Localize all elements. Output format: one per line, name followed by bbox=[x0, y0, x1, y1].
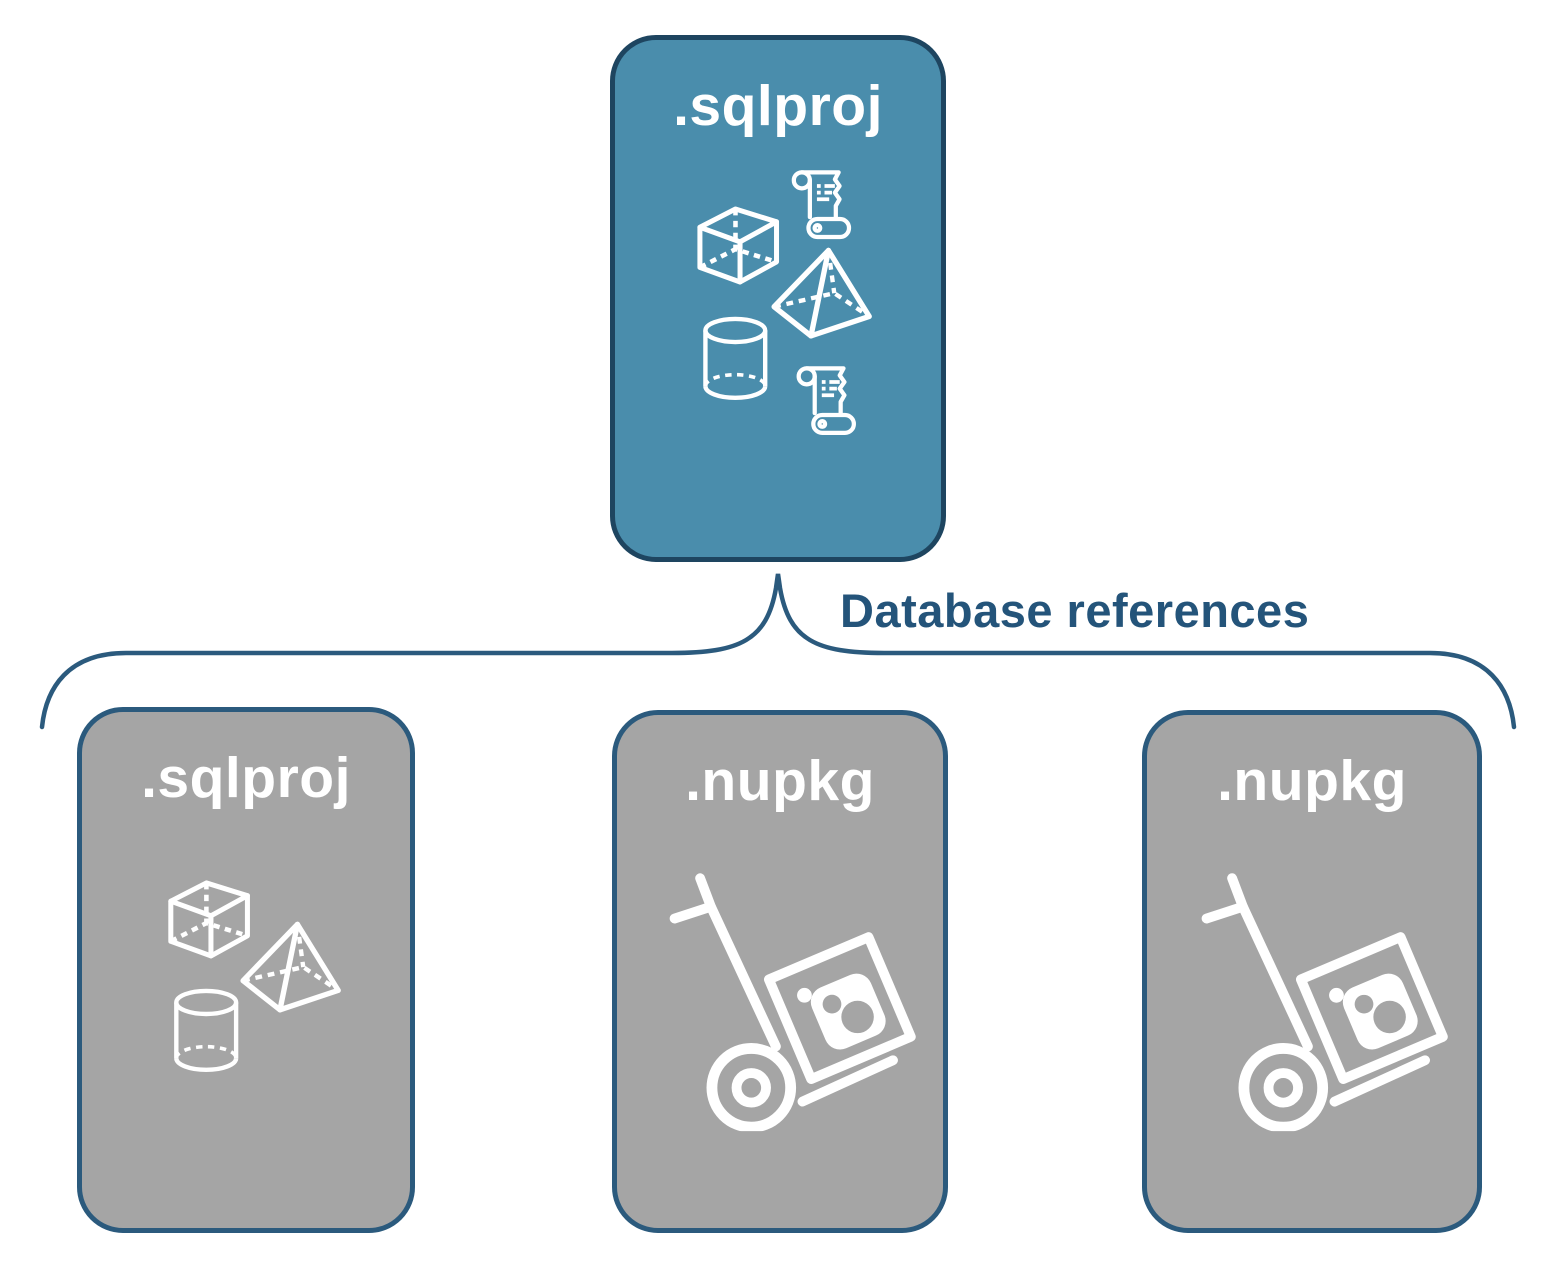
ref-nupkg-icon-cluster bbox=[617, 715, 943, 1228]
nuget-hand-truck-icon bbox=[675, 878, 911, 1127]
ref-sqlproj-icon-cluster bbox=[82, 712, 410, 1228]
connector-label: Database references bbox=[840, 584, 1310, 637]
pyramid-icon bbox=[243, 924, 338, 1009]
cylinder-icon bbox=[176, 991, 236, 1070]
nuget-hand-truck-icon bbox=[1206, 878, 1442, 1127]
root-node-title: .sqlproj bbox=[673, 74, 883, 138]
ref-nupkg-icon-cluster bbox=[1147, 715, 1477, 1228]
root-icon-cluster bbox=[615, 40, 941, 557]
node-ref-nupkg-1: .nupkg bbox=[612, 710, 948, 1233]
ref-node-title: .nupkg bbox=[1217, 749, 1407, 813]
node-ref-nupkg-2: .nupkg bbox=[1142, 710, 1482, 1233]
script-scroll-icon bbox=[799, 368, 854, 433]
node-ref-sqlproj: .sqlproj bbox=[77, 707, 415, 1233]
node-root-sqlproj: .sqlproj bbox=[610, 35, 946, 562]
cylinder-icon bbox=[705, 319, 765, 398]
cube-icon bbox=[171, 883, 248, 956]
ref-node-title: .sqlproj bbox=[141, 746, 351, 810]
cube-icon bbox=[700, 209, 777, 282]
pyramid-icon bbox=[774, 250, 869, 335]
ref-node-title: .nupkg bbox=[685, 749, 875, 813]
script-scroll-icon bbox=[794, 172, 849, 237]
